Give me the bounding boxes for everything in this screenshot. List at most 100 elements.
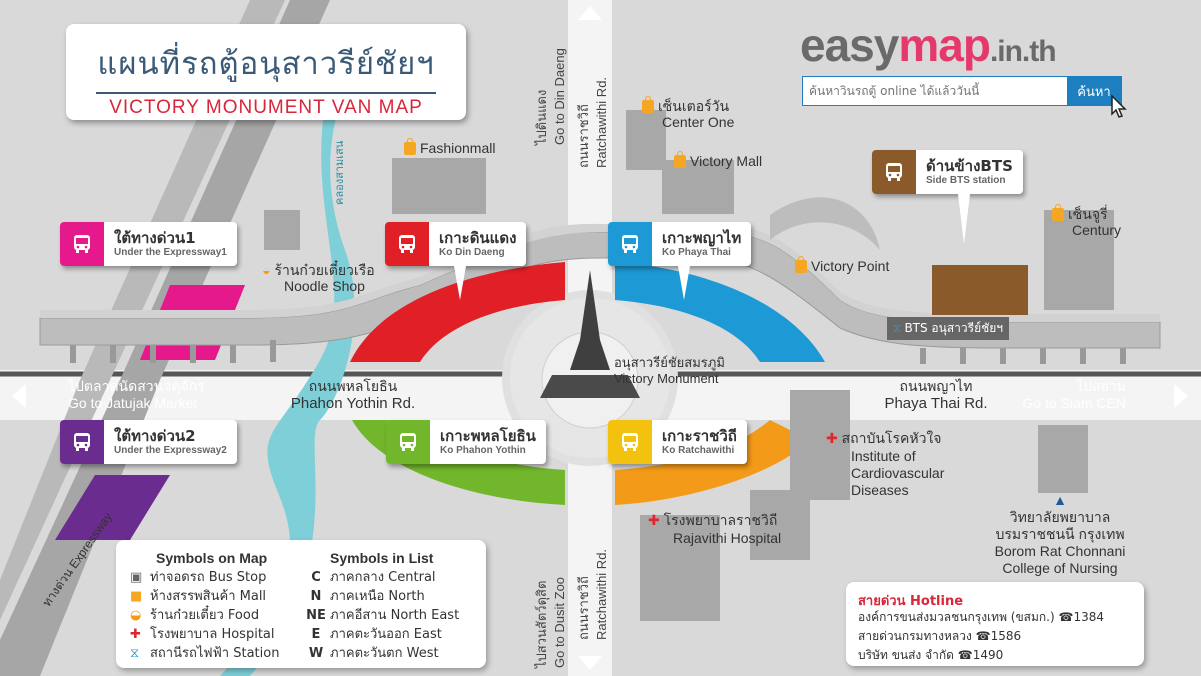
region-code: C — [311, 570, 321, 585]
hotline-number[interactable]: 1490 — [972, 648, 1004, 662]
hospital-icon: ✚ — [130, 627, 141, 642]
ratchawithi-north-th: ถนนราชวิถี — [576, 104, 591, 168]
go-jatujak-th: ไปตลาดนัดสวนจตุจักร — [68, 378, 205, 394]
stop-ko-ratchawithi[interactable]: เกาะราชวิถีKo Ratchawithi — [608, 420, 747, 464]
stop-pointer — [678, 266, 690, 300]
title-divider — [96, 92, 436, 94]
heart-en1: Institute of — [851, 448, 916, 464]
go-zoo-th: ไปสวนสัตว์ดุสิต — [534, 580, 549, 668]
map-title-english: VICTORY MONUMENT VAN MAP — [109, 97, 423, 118]
stop-name-english: Ko Din Daeng — [439, 247, 505, 258]
monument-label: อนุสาวรีย์ชัยสมรภูมิVictory Monument — [614, 355, 725, 387]
hospital-icon: ✚ — [648, 513, 660, 529]
hotline-number[interactable]: 1586 — [990, 629, 1022, 643]
stop-name-thai: เกาะดินแดง — [439, 229, 517, 247]
stop-name-english: Ko Phaya Thai — [662, 247, 731, 258]
college-en1: Borom Rat Chonnani — [994, 543, 1126, 559]
monument-en: Victory Monument — [614, 371, 719, 386]
region-code: N — [310, 589, 322, 604]
ratchawithi-south-label: ถนนราชวิถีRatchawithi Rd. — [573, 549, 609, 640]
phone-icon: ☎ — [957, 648, 973, 662]
logo-map: map — [898, 19, 991, 71]
map-title-thai: แผนที่รถตู้อนุสาวรีย์ชัยฯ — [97, 46, 435, 82]
legend-map-symbols: ▣ท่าจอดรถ Bus Stop ■ห้างสรรพสินค้า Mall … — [130, 568, 279, 663]
hotline-name: องค์การขนส่งมวลชนกรุงเทพ (ขสมก.) — [858, 610, 1055, 624]
mall-icon — [674, 151, 686, 168]
logo-easy: easy — [800, 19, 899, 71]
rajavithi-en: Rajavithi Hospital — [673, 530, 782, 546]
bus-stop-icon: ▣ — [130, 570, 143, 585]
region-label: ภาคตะวันตก West — [330, 646, 439, 661]
mall-icon — [404, 138, 416, 155]
search-input[interactable] — [803, 77, 1067, 105]
stop-name-english: Under the Expressway2 — [114, 445, 227, 456]
food-icon: ◒ — [262, 262, 271, 278]
stop-pointer — [454, 266, 466, 300]
heart-en2: Cardiovascular — [851, 465, 945, 481]
college-th1: วิทยาลัยพยาบาล — [1009, 509, 1111, 525]
center-one-th: เซ็นเตอร์วัน — [658, 98, 730, 114]
victory-mall-label: Victory Mall — [674, 151, 762, 169]
stop-name-thai: เกาะราชวิถี — [662, 427, 737, 445]
center-one-en: Center One — [662, 114, 735, 130]
legend-map-item-label: ท่าจอดรถ Bus Stop — [150, 570, 267, 585]
college-en2: College of Nursing — [1002, 560, 1118, 576]
go-siam-th: ไปสยาม — [1076, 378, 1126, 394]
ratchawithi-south-th: ถนนราชวิถี — [576, 576, 591, 640]
food-icon: ◒ — [130, 608, 142, 623]
search-button[interactable]: ค้นหา — [1067, 77, 1121, 105]
hotline-name: สายด่วนกรมทางหลวง — [858, 629, 972, 643]
region-code: E — [311, 627, 321, 642]
phaya-en: Phaya Thai Rd. — [884, 395, 988, 412]
region-code: W — [308, 646, 324, 661]
noodle-en: Noodle Shop — [284, 278, 365, 294]
fashionmall-label: Fashionmall — [404, 138, 495, 156]
phahon-th: ถนนพหลโยธิน — [308, 378, 398, 394]
map-legend: Symbols on Map Symbols in List ▣ท่าจอดรถ… — [116, 540, 486, 668]
region-label: ภาคกลาง Central — [330, 570, 436, 585]
bus-stop-icon — [386, 420, 430, 464]
legend-hospital: ✚ โรงพยาบาล Hospital — [130, 625, 279, 644]
easymap-logo[interactable]: easymap.in.th — [800, 18, 1057, 72]
mall-icon: ■ — [130, 589, 143, 604]
search-bar: ค้นหา — [802, 76, 1122, 106]
legend-map-item-label: โรงพยาบาล Hospital — [150, 627, 275, 642]
phone-icon: ☎ — [1058, 610, 1074, 624]
legend-station: ⧖สถานีรถไฟฟ้า Station — [130, 644, 279, 663]
rajavithi-hospital-label: ✚ โรงพยาบาลราชวิถีRajavithi Hospital — [648, 512, 781, 547]
college-th2: บรมราชชนนี กรุงเทพ — [995, 526, 1125, 542]
hotline-box: สายด่วน Hotline องค์การขนส่งมวลชนกรุงเทพ… — [846, 582, 1144, 666]
hotline-entry: องค์การขนส่งมวลชนกรุงเทพ (ขสมก.) ☎1384 — [858, 608, 1104, 627]
mall-icon — [642, 96, 654, 113]
mall-icon — [1052, 204, 1064, 221]
ratchawithi-south-en: Ratchawithi Rd. — [594, 548, 609, 640]
century-label: เซ็นจูรี่Century — [1052, 204, 1121, 238]
hotline-number[interactable]: 1384 — [1073, 610, 1104, 624]
phone-icon: ☎ — [975, 629, 991, 643]
ratchawithi-north-label: ถนนราชวิถีRatchawithi Rd. — [573, 77, 609, 168]
cursor-icon — [1111, 94, 1127, 118]
stop-name-thai: เกาะพญาไท — [662, 229, 742, 247]
stop-name-thai: ใต้ทางด่วน2 — [114, 427, 196, 445]
region-label: ภาคอีสาน North East — [330, 608, 460, 623]
hospital-icon: ✚ — [826, 431, 838, 447]
stop-name-english: Ko Ratchawithi — [662, 445, 735, 456]
hotline-title: สายด่วน Hotline — [858, 594, 964, 609]
station-icon: ⧖ — [130, 646, 140, 661]
